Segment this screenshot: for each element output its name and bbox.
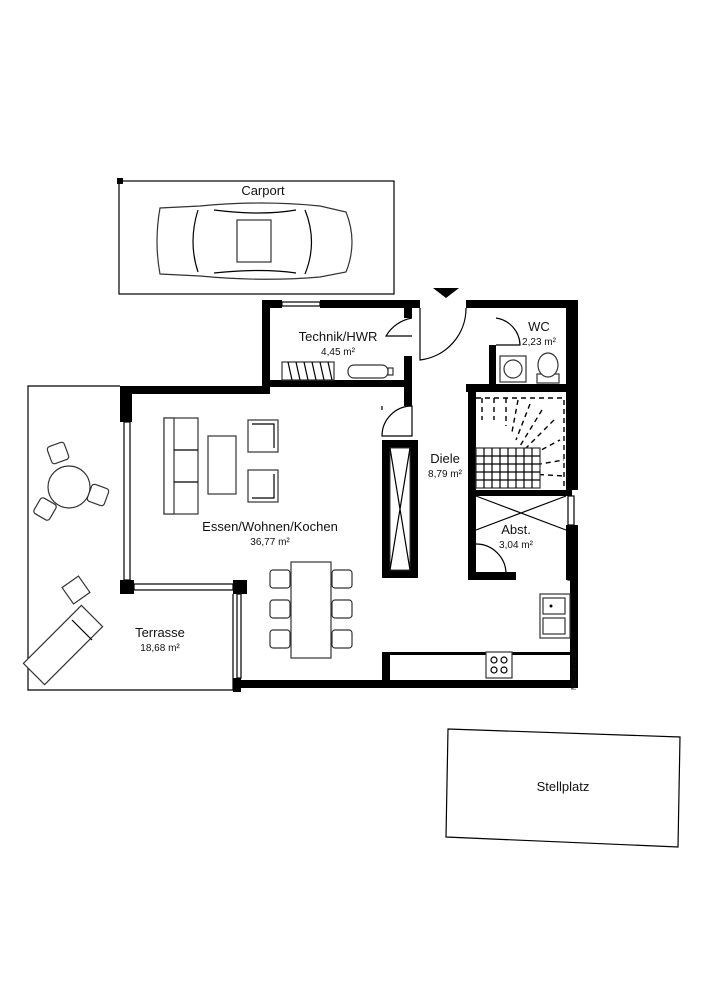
armchair-icon: [247, 419, 279, 503]
coffee-table-icon: [207, 435, 237, 495]
technik-area: 4,45 m²: [321, 347, 356, 358]
sink-icon: [499, 355, 527, 383]
entrance-arrow-icon: [433, 288, 459, 298]
wc-room: WC 2,23 m²: [499, 319, 560, 384]
diele-area: 8,79 m²: [428, 469, 463, 480]
boiler-icon: [347, 364, 394, 379]
stairs: [475, 397, 565, 489]
abst-area: 3,04 m²: [499, 540, 534, 551]
sun-lounger-icon: [22, 575, 104, 686]
cooktop-icon: [485, 651, 513, 679]
abst-room: Abst. 3,04 m²: [475, 495, 567, 551]
terrace-label: Terrasse: [135, 625, 185, 640]
living-room: Essen/Wohnen/Kochen 36,77 m²: [163, 417, 571, 679]
tap-icon: [549, 604, 553, 608]
sofa-icon: [163, 417, 199, 515]
carport-label: Carport: [241, 183, 285, 198]
wc-label: WC: [528, 319, 550, 334]
car-icon: [156, 202, 353, 280]
living-area: 36,77 m²: [250, 537, 290, 548]
stellplatz-area: Stellplatz: [445, 728, 681, 848]
abst-label: Abst.: [501, 522, 531, 537]
watermark: McGrundriss: [571, 650, 578, 690]
stellplatz-label: Stellplatz: [537, 779, 590, 794]
windows: [123, 301, 575, 679]
round-table-icon: [33, 441, 110, 521]
radiator-icon: [281, 361, 335, 381]
technik-room: Technik/HWR 4,45 m²: [281, 329, 394, 381]
wardrobe-icon: [382, 440, 418, 578]
terrace-area: Terrasse 18,68 m²: [22, 385, 234, 691]
dining-table-icon: [269, 561, 353, 659]
wc-area: 2,23 m²: [522, 337, 557, 348]
doors: [381, 307, 521, 575]
toilet-icon: [536, 352, 560, 384]
diele-room: Diele 8,79 m²: [382, 440, 463, 578]
living-label: Essen/Wohnen/Kochen: [202, 519, 338, 534]
diele-label: Diele: [430, 451, 460, 466]
kitchen-counter: [485, 593, 571, 679]
carport-area: Carport: [117, 178, 395, 295]
terrace-area-value: 18,68 m²: [140, 643, 180, 654]
walls: [120, 300, 578, 692]
technik-label: Technik/HWR: [299, 329, 378, 344]
